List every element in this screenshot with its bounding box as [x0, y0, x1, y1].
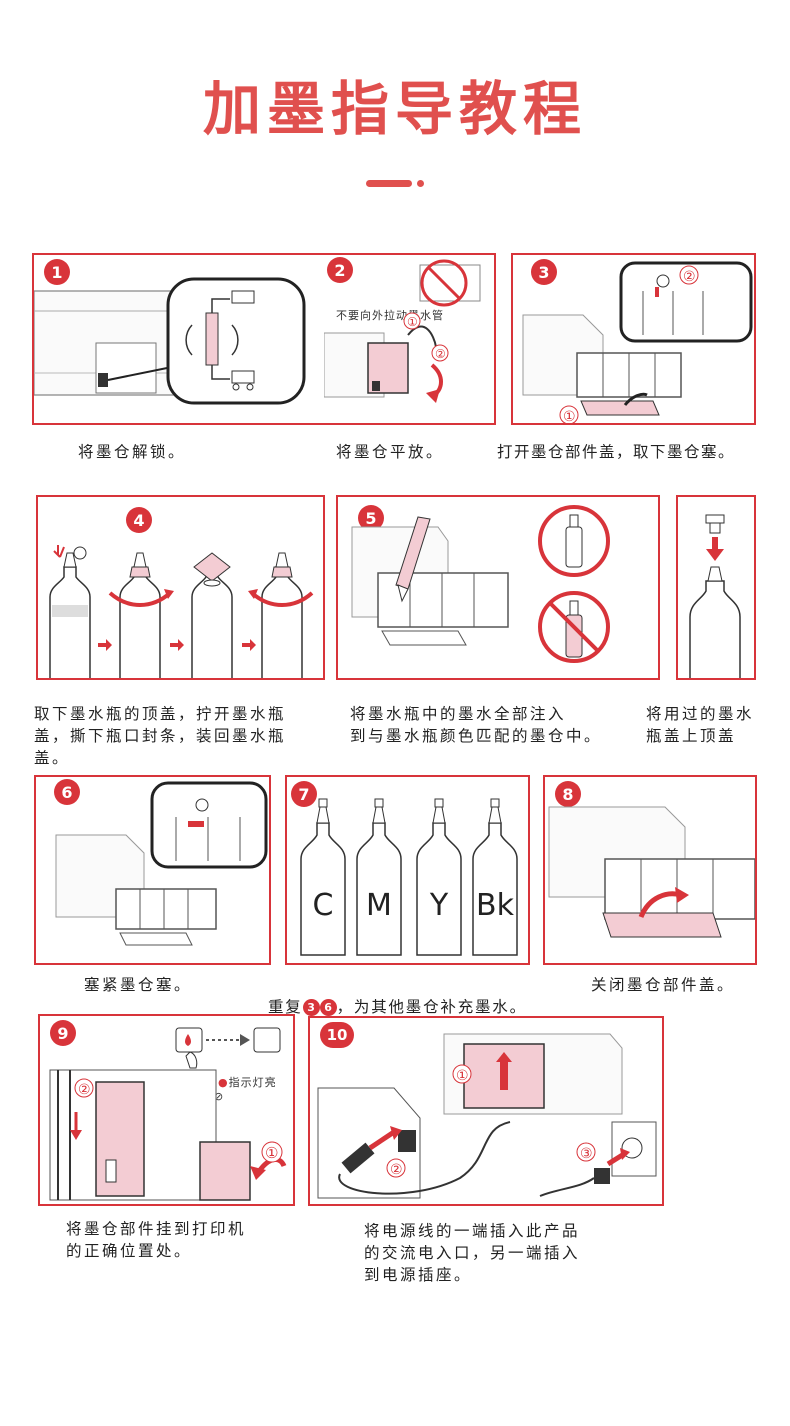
step-3-marker-1: ① [563, 409, 576, 425]
step-7-caption-badge-6: 6 [319, 999, 337, 1016]
step-7-illustration: C M Y Bk [300, 798, 518, 956]
step-5-panel: 5 [336, 495, 660, 680]
step-7-panel: 7 C M Y Bk [285, 775, 530, 965]
step-9-marker-2: ② [78, 1082, 91, 1098]
power-plug-icon [341, 1126, 402, 1174]
step-9-badge: 9 [50, 1020, 76, 1046]
step-8-panel: 8 [543, 775, 757, 965]
cap-caption: 将用过的墨水 瓶盖上顶盖 [646, 705, 755, 745]
step-6-panel: 6 [34, 775, 271, 965]
step-1-badge: 1 [44, 259, 70, 285]
step-1-2-panel: 1 2 不要向外拉动墨水管 [32, 253, 496, 425]
step-3-illustration: ② ① [522, 261, 753, 425]
step-2-marker-1: ① [407, 315, 418, 329]
step-3-caption: 打开墨仓部件盖，取下墨仓塞。 [497, 443, 736, 461]
cap-illustration [689, 514, 741, 678]
stop-icon: ⊘ [214, 1090, 225, 1103]
title-underline-dot [417, 180, 424, 187]
step-7-caption-badge-3: 3 [302, 999, 320, 1016]
step-4-panel: 4 [36, 495, 325, 680]
step-6-caption: 塞紧墨仓塞。 [84, 976, 193, 994]
ink-drop-icon: ● [218, 1076, 229, 1089]
step-1-caption: 将墨仓解锁。 [78, 443, 187, 461]
step-10-marker-3: ③ [580, 1146, 593, 1162]
step-5-caption: 将墨水瓶中的墨水全部注入 到与墨水瓶颜色匹配的墨仓中。 [350, 705, 603, 745]
step-9-marker-1: ① [265, 1144, 278, 1162]
step-2-illustration: ① ② [324, 259, 481, 403]
step-3-marker-2: ② [683, 269, 696, 285]
step-7-caption-before: 重复 [268, 998, 303, 1016]
step-10-badge: 10 [320, 1022, 354, 1048]
step-10-illustration: ① ② ③ [317, 1033, 657, 1199]
step-1-illustration [34, 277, 306, 405]
step-8-badge: 8 [555, 781, 581, 807]
prohibited-icon [419, 259, 481, 307]
bottle-label-c: C [313, 888, 334, 923]
step-8-illustration [548, 806, 755, 938]
step-10-marker-2: ② [390, 1162, 403, 1178]
step-10-panel: 10 ① ② ③ [308, 1016, 664, 1206]
step-9-illustration: ② ① [49, 1027, 287, 1201]
step-7-badge: 7 [291, 781, 317, 807]
step-3-badge: 3 [531, 259, 557, 285]
bottle-label-m: M [366, 888, 392, 923]
step-7-caption-after: ，为其他墨仓补充墨水。 [336, 998, 527, 1016]
step-3-panel: 3 ② ① [511, 253, 756, 425]
bottle-label-y: Y [429, 888, 449, 923]
step-4-illustration [49, 545, 314, 678]
cap-panel [676, 495, 756, 680]
step-9-note-text-b: 指示灯亮 [228, 1076, 277, 1089]
page-title: 加墨指导教程 [202, 75, 587, 143]
step-9-panel: 9 如果●指示灯亮 按下⊘ ② ① [38, 1014, 295, 1206]
title-underline [366, 180, 412, 187]
step-10-caption: 将电源线的一端插入此产品 的交流电入口，另一端插入 到电源插座。 [364, 1222, 581, 1284]
step-10-marker-1: ① [456, 1068, 469, 1084]
step-8-caption: 关闭墨仓部件盖。 [591, 976, 736, 994]
step-2-marker-2: ② [435, 347, 446, 361]
step-2-badge: 2 [327, 257, 353, 283]
step-4-badge: 4 [126, 507, 152, 533]
step-6-illustration [55, 781, 268, 946]
step-4-caption: 取下墨水瓶的顶盖，拧开墨水瓶 盖，撕下瓶口封条，装回墨水瓶 盖。 [34, 705, 287, 767]
step-2-caption: 将墨仓平放。 [336, 443, 445, 461]
step-6-badge: 6 [54, 779, 80, 805]
step-9-caption: 将墨仓部件挂到打印机 的正确位置处。 [66, 1220, 247, 1260]
step-5-illustration [351, 505, 610, 663]
bottle-label-bk: Bk [476, 888, 515, 923]
